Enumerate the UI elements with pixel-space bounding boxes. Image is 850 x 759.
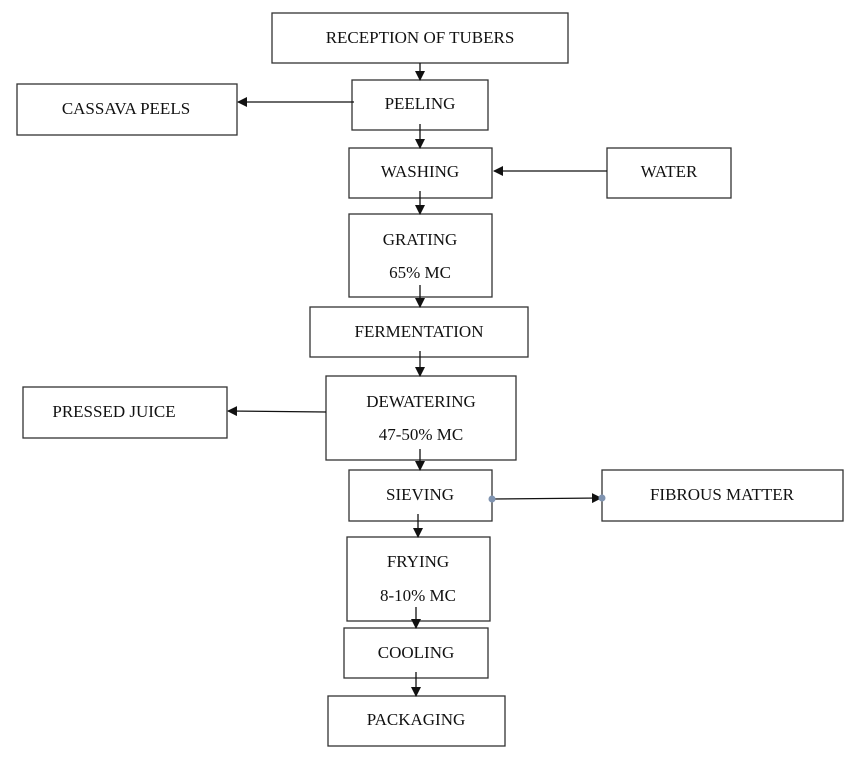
side-label: PRESSED JUICE bbox=[52, 402, 175, 421]
step-dewatering: DEWATERING 47-50% MC bbox=[325, 375, 517, 461]
side-label: FIBROUS MATTER bbox=[650, 485, 795, 504]
side-label: CASSAVA PEELS bbox=[62, 99, 190, 118]
step-reception: RECEPTION OF TUBERS bbox=[271, 12, 569, 64]
step-sieving: SIEVING bbox=[348, 469, 493, 522]
moisture-label: 47-50% MC bbox=[379, 425, 464, 444]
output-fibrous-matter: FIBROUS MATTER bbox=[601, 469, 844, 522]
step-washing: WASHING bbox=[348, 147, 493, 199]
step-cooling: COOLING bbox=[343, 627, 489, 679]
step-label: WASHING bbox=[381, 162, 459, 181]
connector-dot bbox=[488, 495, 496, 503]
moisture-label: 8-10% MC bbox=[380, 586, 456, 605]
input-water: WATER bbox=[606, 147, 732, 199]
step-label: SIEVING bbox=[386, 485, 454, 504]
moisture-label: 65% MC bbox=[389, 263, 451, 282]
connector-dot bbox=[598, 494, 606, 502]
step-label: GRATING bbox=[383, 230, 458, 249]
step-label: COOLING bbox=[378, 643, 455, 662]
step-label: FERMENTATION bbox=[355, 322, 484, 341]
arrow-dewatering-pressed-juice bbox=[227, 406, 327, 417]
step-label: RECEPTION OF TUBERS bbox=[326, 28, 515, 47]
step-label: PEELING bbox=[385, 94, 456, 113]
step-label: DEWATERING bbox=[366, 392, 476, 411]
step-peeling: PEELING bbox=[351, 79, 489, 131]
step-label: PACKAGING bbox=[367, 710, 466, 729]
step-frying: FRYING 8-10% MC bbox=[346, 536, 491, 622]
arrow-sieving-fibrous-matter bbox=[491, 493, 602, 504]
step-fermentation: FERMENTATION bbox=[309, 306, 529, 358]
side-label: WATER bbox=[641, 162, 698, 181]
output-pressed-juice: PRESSED JUICE bbox=[22, 386, 228, 439]
step-grating: GRATING 65% MC bbox=[348, 213, 493, 298]
output-cassava-peels: CASSAVA PEELS bbox=[16, 83, 238, 136]
step-label: FRYING bbox=[387, 552, 449, 571]
step-packaging: PACKAGING bbox=[327, 695, 506, 747]
